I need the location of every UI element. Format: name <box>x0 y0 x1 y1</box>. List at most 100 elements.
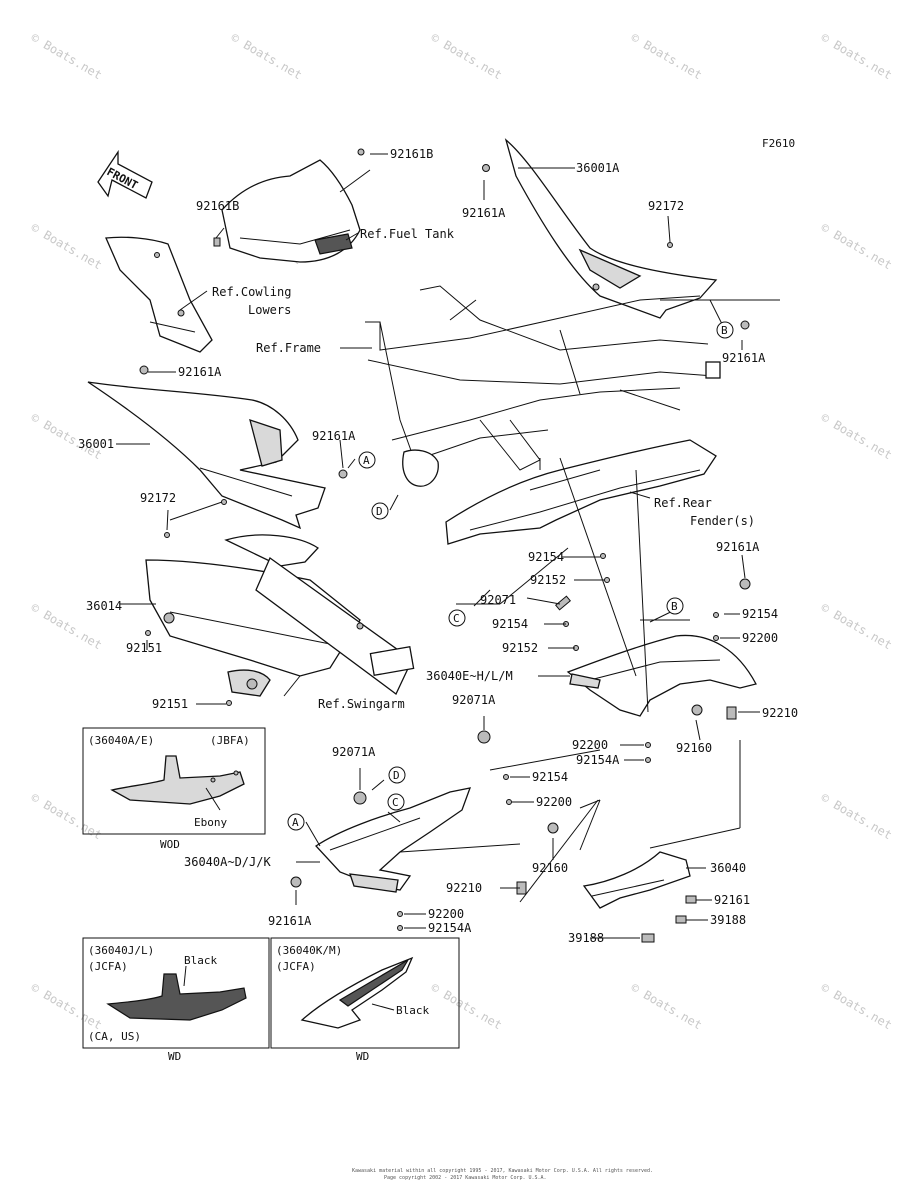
watermark: © Boats.net <box>29 790 105 842</box>
label-92161A-left: 92161A <box>178 365 222 379</box>
inset-wod-color: Ebony <box>194 816 227 829</box>
label-92154-d: 92154 <box>532 770 568 784</box>
watermark: © Boats.net <box>629 980 705 1032</box>
label-ref-cowling-lowers: Lowers <box>248 303 291 317</box>
inset-wd-1: (36040J/L) (JCFA) Black (CA, US) WD <box>82 937 270 1063</box>
tail-cover-36040E <box>566 634 757 717</box>
label-92200-d: 92200 <box>428 907 464 921</box>
label-92200-a: 92200 <box>742 631 778 645</box>
inset-wd2-code: (36040K/M) <box>276 944 342 957</box>
callout-a2: A <box>292 816 299 829</box>
inset-wd1-color: Black <box>184 954 217 967</box>
side-cover-36001A <box>482 138 718 319</box>
label-92161: 92161 <box>714 893 750 907</box>
label-36001: 36001 <box>78 437 114 451</box>
label-92154A-a: 92154A <box>576 753 620 767</box>
frame <box>365 285 721 487</box>
label-92172-left: 92172 <box>140 491 176 505</box>
label-92160-a: 92160 <box>676 741 712 755</box>
callout-d1: D <box>376 505 383 518</box>
label-92210-a: 92210 <box>762 706 798 720</box>
front-arrow: FRONT <box>97 149 153 199</box>
watermark: © Boats.net <box>429 30 505 82</box>
label-ref-rear-fender: Ref.Rear <box>654 496 712 510</box>
label-92151-a: 92151 <box>126 641 162 655</box>
leader-lines <box>116 153 780 939</box>
label-92160-b: 92160 <box>532 861 568 875</box>
inset-wod-caption: WOD <box>160 838 180 851</box>
label-ref-rear-fender-s: Fender(s) <box>690 514 755 528</box>
label-36001A: 36001A <box>576 161 620 175</box>
inset-wd-2: (36040K/M) (JCFA) Black WD <box>270 937 460 1063</box>
footer-copyright: Kawasaki material within all copyright 1… <box>352 1168 653 1174</box>
label-92152-a: 92152 <box>530 573 566 587</box>
watermark: © Boats.net <box>429 980 505 1032</box>
inset-wd1-caption: WD <box>168 1050 181 1063</box>
label-92154A-b: 92154A <box>428 921 472 935</box>
label-92161A-low: 92161A <box>268 914 312 928</box>
label-ref-frame: Ref.Frame <box>256 341 321 355</box>
watermark: © Boats.net <box>629 30 705 82</box>
watermark: © Boats.net <box>819 30 895 82</box>
label-92154-c: 92154 <box>742 607 778 621</box>
inset-wd2-market: (JCFA) <box>276 960 316 973</box>
watermark: © Boats.net <box>819 220 895 272</box>
label-92161A-right: 92161A <box>722 351 766 365</box>
label-92151-b: 92151 <box>152 697 188 711</box>
label-ref-swingarm: Ref.Swingarm <box>318 697 405 711</box>
label-92210-b: 92210 <box>446 881 482 895</box>
watermark: © Boats.net <box>819 790 895 842</box>
callout-c1: C <box>453 612 460 625</box>
label-92071A-a: 92071A <box>452 693 496 707</box>
label-92161A-rr: 92161A <box>716 540 760 554</box>
label-92154-a: 92154 <box>528 550 564 564</box>
figure-code: F2610 <box>762 137 795 150</box>
label-92200-c: 92200 <box>536 795 572 809</box>
tail-piece-36040 <box>582 851 697 943</box>
label-39188-a: 39188 <box>710 913 746 927</box>
label-92161A-mid: 92161A <box>312 429 356 443</box>
callouts: A A B B C C D D <box>287 321 734 831</box>
label-36040E: 36040E~H/L/M <box>426 669 513 683</box>
inset-wd1-code: (36040J/L) <box>88 944 154 957</box>
watermark: © Boats.net <box>29 980 105 1032</box>
callout-a1: A <box>363 454 370 467</box>
swingarm <box>224 534 415 697</box>
label-ref-fuel-tank: Ref.Fuel Tank <box>360 227 455 241</box>
callout-c2: C <box>392 796 399 809</box>
callout-b2: B <box>671 600 678 613</box>
cowling-lower <box>105 236 213 353</box>
label-92161B-left: 92161B <box>196 199 239 213</box>
fasteners <box>139 320 751 931</box>
tail-cover-36040A <box>315 787 521 893</box>
watermark: © Boats.net <box>819 410 895 462</box>
label-36040A: 36040A~D/J/K <box>184 855 271 869</box>
label-92161A-upper: 92161A <box>462 206 506 220</box>
label-36014: 36014 <box>86 599 122 613</box>
watermark: © Boats.net <box>819 600 895 652</box>
footer-page-copyright: Page copyright 2002 - 2017 Kawasaki Moto… <box>384 1175 547 1181</box>
label-92071: 92071 <box>480 593 516 607</box>
callout-b1: B <box>721 324 728 337</box>
fuel-tank-cover <box>213 148 365 263</box>
inset-wd1-region: (CA, US) <box>88 1030 141 1043</box>
inset-wd1-market: (JCFA) <box>88 960 128 973</box>
watermark: © Boats.net <box>229 30 305 82</box>
label-92200-b: 92200 <box>572 738 608 752</box>
watermark: © Boats.net <box>819 980 895 1032</box>
inset-wod-market: (JBFA) <box>210 734 250 747</box>
label-92172-right: 92172 <box>648 199 684 213</box>
watermark: © Boats.net <box>29 30 105 82</box>
label-ref-cowling: Ref.Cowling <box>212 285 291 299</box>
inset-wd2-caption: WD <box>356 1050 369 1063</box>
label-92161B-top: 92161B <box>390 147 433 161</box>
watermark: © Boats.net <box>29 220 105 272</box>
callout-d2: D <box>393 769 400 782</box>
part-labels: 92161B 92161B 36001A 92161A 92172 Ref.Fu… <box>78 147 798 945</box>
inset-wod: (36040A/E) (JBFA) Ebony WOD <box>82 727 266 851</box>
label-92071A-b: 92071A <box>332 745 376 759</box>
rear-fender <box>445 439 717 545</box>
side-cover-36001 <box>87 381 326 530</box>
label-36040: 36040 <box>710 861 746 875</box>
